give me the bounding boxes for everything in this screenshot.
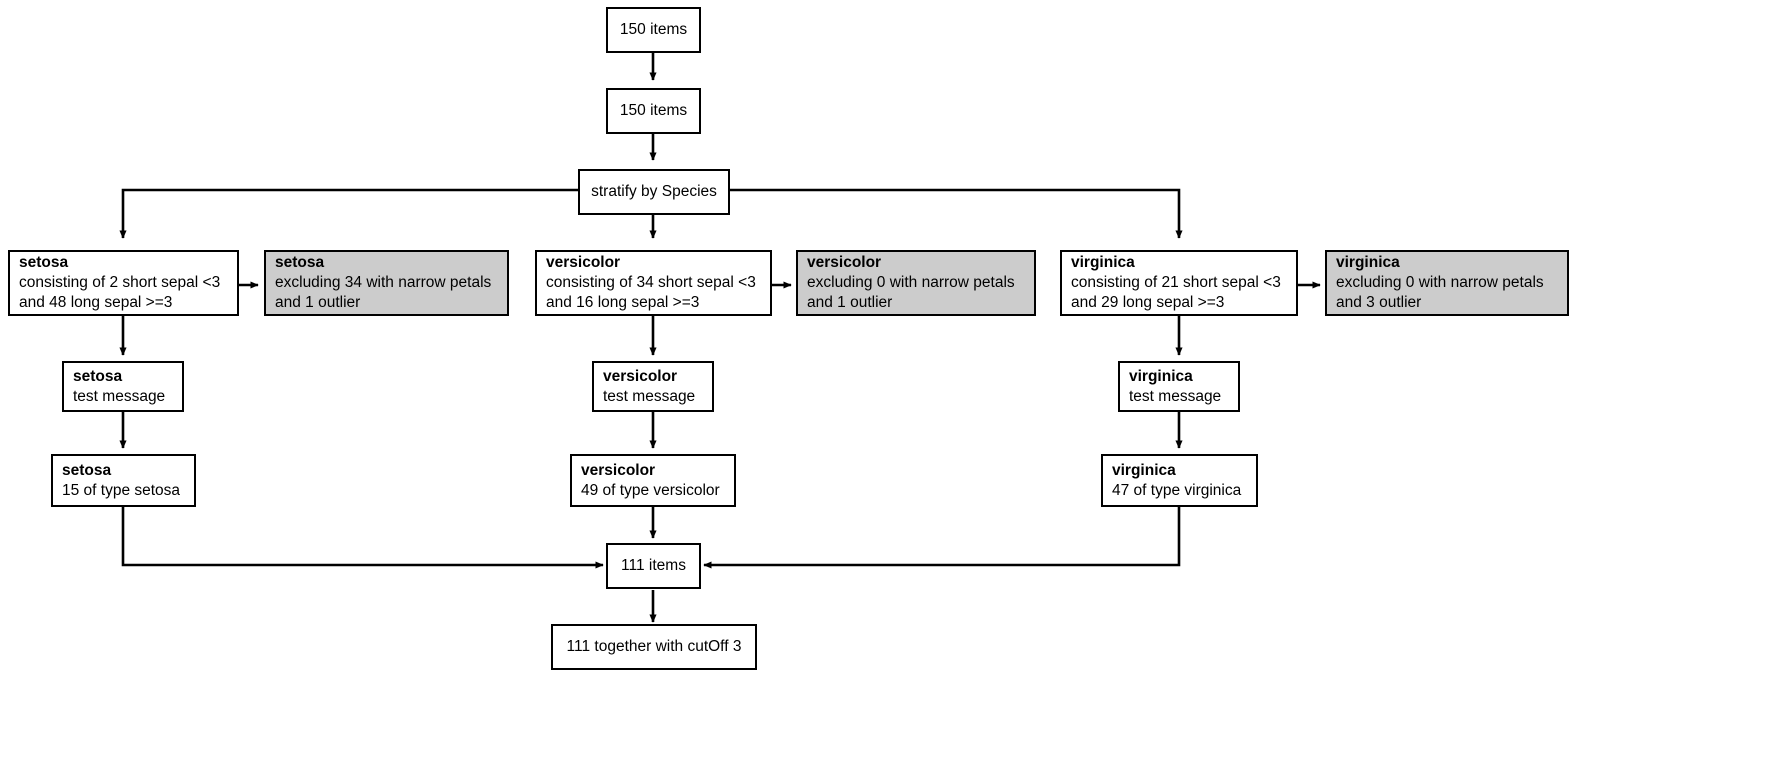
node-top-items[interactable]: 150 items: [606, 7, 701, 53]
node-virginica-excluded[interactable]: virginica excluding 0 with narrow petals…: [1325, 250, 1569, 316]
node-merged-items-label: 111 items: [621, 557, 686, 574]
node-virginica-main-line2: and 29 long sepal >=3: [1071, 294, 1225, 311]
node-final[interactable]: 111 together with cutOff 3: [551, 624, 757, 670]
node-setosa-excluded[interactable]: setosa excluding 34 with narrow petals a…: [264, 250, 509, 316]
node-versicolor-count[interactable]: versicolor 49 of type versicolor: [570, 454, 736, 507]
node-top-items-label: 150 items: [619, 21, 688, 38]
node-setosa-main[interactable]: setosa consisting of 2 short sepal <3 an…: [8, 250, 239, 316]
node-setosa-count-line1: 15 of type setosa: [62, 481, 181, 499]
node-virginica-count[interactable]: virginica 47 of type virginica: [1101, 454, 1258, 507]
node-final-label: 111 together with cutOff 3: [566, 638, 742, 655]
node-second-items[interactable]: 150 items: [606, 88, 701, 134]
node-versicolor-excluded-line1: excluding 0 with narrow petals: [807, 274, 1015, 291]
node-setosa-excluded-line1: excluding 34 with narrow petals: [275, 274, 492, 291]
node-stratify-label: stratify by Species: [591, 183, 717, 200]
node-virginica-main-title: virginica: [1071, 254, 1135, 271]
node-versicolor-test[interactable]: versicolor test message: [592, 361, 714, 412]
node-setosa-test-line1: test message: [73, 387, 166, 405]
node-versicolor-excluded-line2: and 1 outlier: [807, 294, 893, 311]
node-virginica-test-title: virginica: [1129, 367, 1193, 385]
node-virginica-excluded-line2: and 3 outlier: [1336, 294, 1422, 311]
node-setosa-excluded-line2: and 1 outlier: [275, 294, 361, 311]
node-versicolor-main-line2: and 16 long sepal >=3: [546, 294, 700, 311]
node-setosa-count-title: setosa: [62, 461, 112, 479]
edge-virginica-count-to-merged: [703, 507, 1181, 569]
node-virginica-main[interactable]: virginica consisting of 21 short sepal <…: [1060, 250, 1298, 316]
node-versicolor-excluded[interactable]: versicolor excluding 0 with narrow petal…: [796, 250, 1036, 316]
node-setosa-count[interactable]: setosa 15 of type setosa: [51, 454, 196, 507]
node-virginica-main-line1: consisting of 21 short sepal <3: [1071, 274, 1281, 291]
node-setosa-test[interactable]: setosa test message: [62, 361, 184, 412]
node-virginica-excluded-title: virginica: [1336, 254, 1400, 271]
node-setosa-main-title: setosa: [19, 254, 69, 271]
node-setosa-main-line1: consisting of 2 short sepal <3: [19, 274, 221, 291]
node-versicolor-main-line1: consisting of 34 short sepal <3: [546, 274, 756, 291]
edge-stratify-to-setosa: [119, 188, 578, 239]
node-virginica-count-title: virginica: [1112, 461, 1176, 479]
node-stratify[interactable]: stratify by Species: [578, 169, 730, 215]
node-versicolor-main-title: versicolor: [546, 254, 621, 271]
node-virginica-count-line1: 47 of type virginica: [1112, 481, 1242, 499]
node-setosa-excluded-title: setosa: [275, 254, 325, 271]
node-second-items-label: 150 items: [619, 102, 688, 119]
node-virginica-excluded-line1: excluding 0 with narrow petals: [1336, 274, 1544, 291]
edge-stratify-to-virginica: [729, 188, 1183, 239]
node-versicolor-excluded-title: versicolor: [807, 254, 882, 271]
node-versicolor-count-title: versicolor: [581, 461, 656, 479]
node-virginica-test-line1: test message: [1129, 387, 1222, 405]
node-merged-items[interactable]: 111 items: [606, 543, 701, 589]
node-setosa-main-line2: and 48 long sepal >=3: [19, 294, 173, 311]
node-versicolor-test-line1: test message: [603, 387, 696, 405]
node-versicolor-test-title: versicolor: [603, 367, 678, 385]
node-versicolor-main[interactable]: versicolor consisting of 34 short sepal …: [535, 250, 772, 316]
edge-setosa-count-to-merged: [121, 507, 604, 569]
node-virginica-test[interactable]: virginica test message: [1118, 361, 1240, 412]
node-versicolor-count-line1: 49 of type versicolor: [581, 481, 720, 499]
node-setosa-test-title: setosa: [73, 367, 123, 385]
